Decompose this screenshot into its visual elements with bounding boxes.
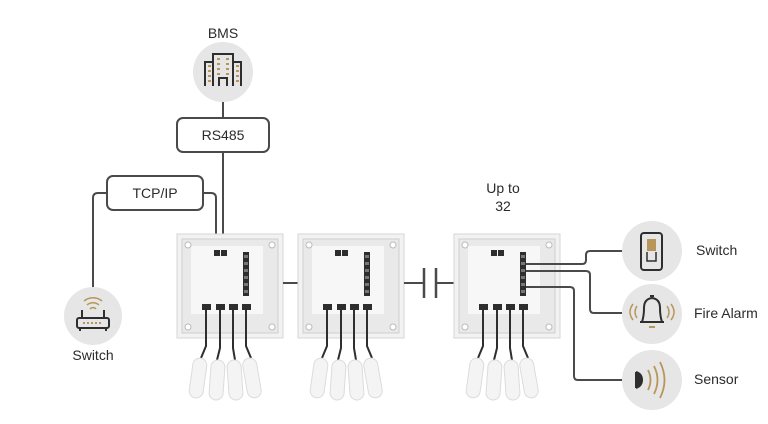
bms-label: BMS xyxy=(208,25,238,41)
bell-icon xyxy=(629,295,675,328)
wall-switch-node xyxy=(622,221,682,281)
controller-1 xyxy=(176,233,284,402)
network-switch-label: Switch xyxy=(72,347,113,363)
controller-2 xyxy=(297,233,405,402)
controller-count-line2: 32 xyxy=(495,198,511,214)
network-switch-node xyxy=(64,287,122,345)
controller-count-line1: Up to xyxy=(486,180,520,196)
sensor-icon xyxy=(635,361,666,399)
fire-alarm-wire xyxy=(526,270,622,314)
bus-break-symbol xyxy=(404,268,454,298)
wall-switch-label: Switch xyxy=(696,242,737,258)
sensor-node xyxy=(622,350,682,410)
sensor-label: Sensor xyxy=(694,371,739,387)
tcpip-controller-wire xyxy=(203,192,217,252)
bms-node xyxy=(193,42,253,102)
tcpip-label: TCP/IP xyxy=(132,185,177,201)
rs485-label: RS485 xyxy=(202,127,245,143)
tcpip-switch-wire xyxy=(92,192,107,287)
building-icon xyxy=(204,53,242,86)
light-switch-icon xyxy=(640,232,663,271)
fire-alarm-node xyxy=(622,284,682,344)
fire-alarm-label: Fire Alarm xyxy=(694,305,758,321)
controller-n xyxy=(453,233,561,402)
switch-wire xyxy=(526,250,622,265)
sensor-wire xyxy=(526,286,622,381)
router-icon xyxy=(76,297,110,331)
